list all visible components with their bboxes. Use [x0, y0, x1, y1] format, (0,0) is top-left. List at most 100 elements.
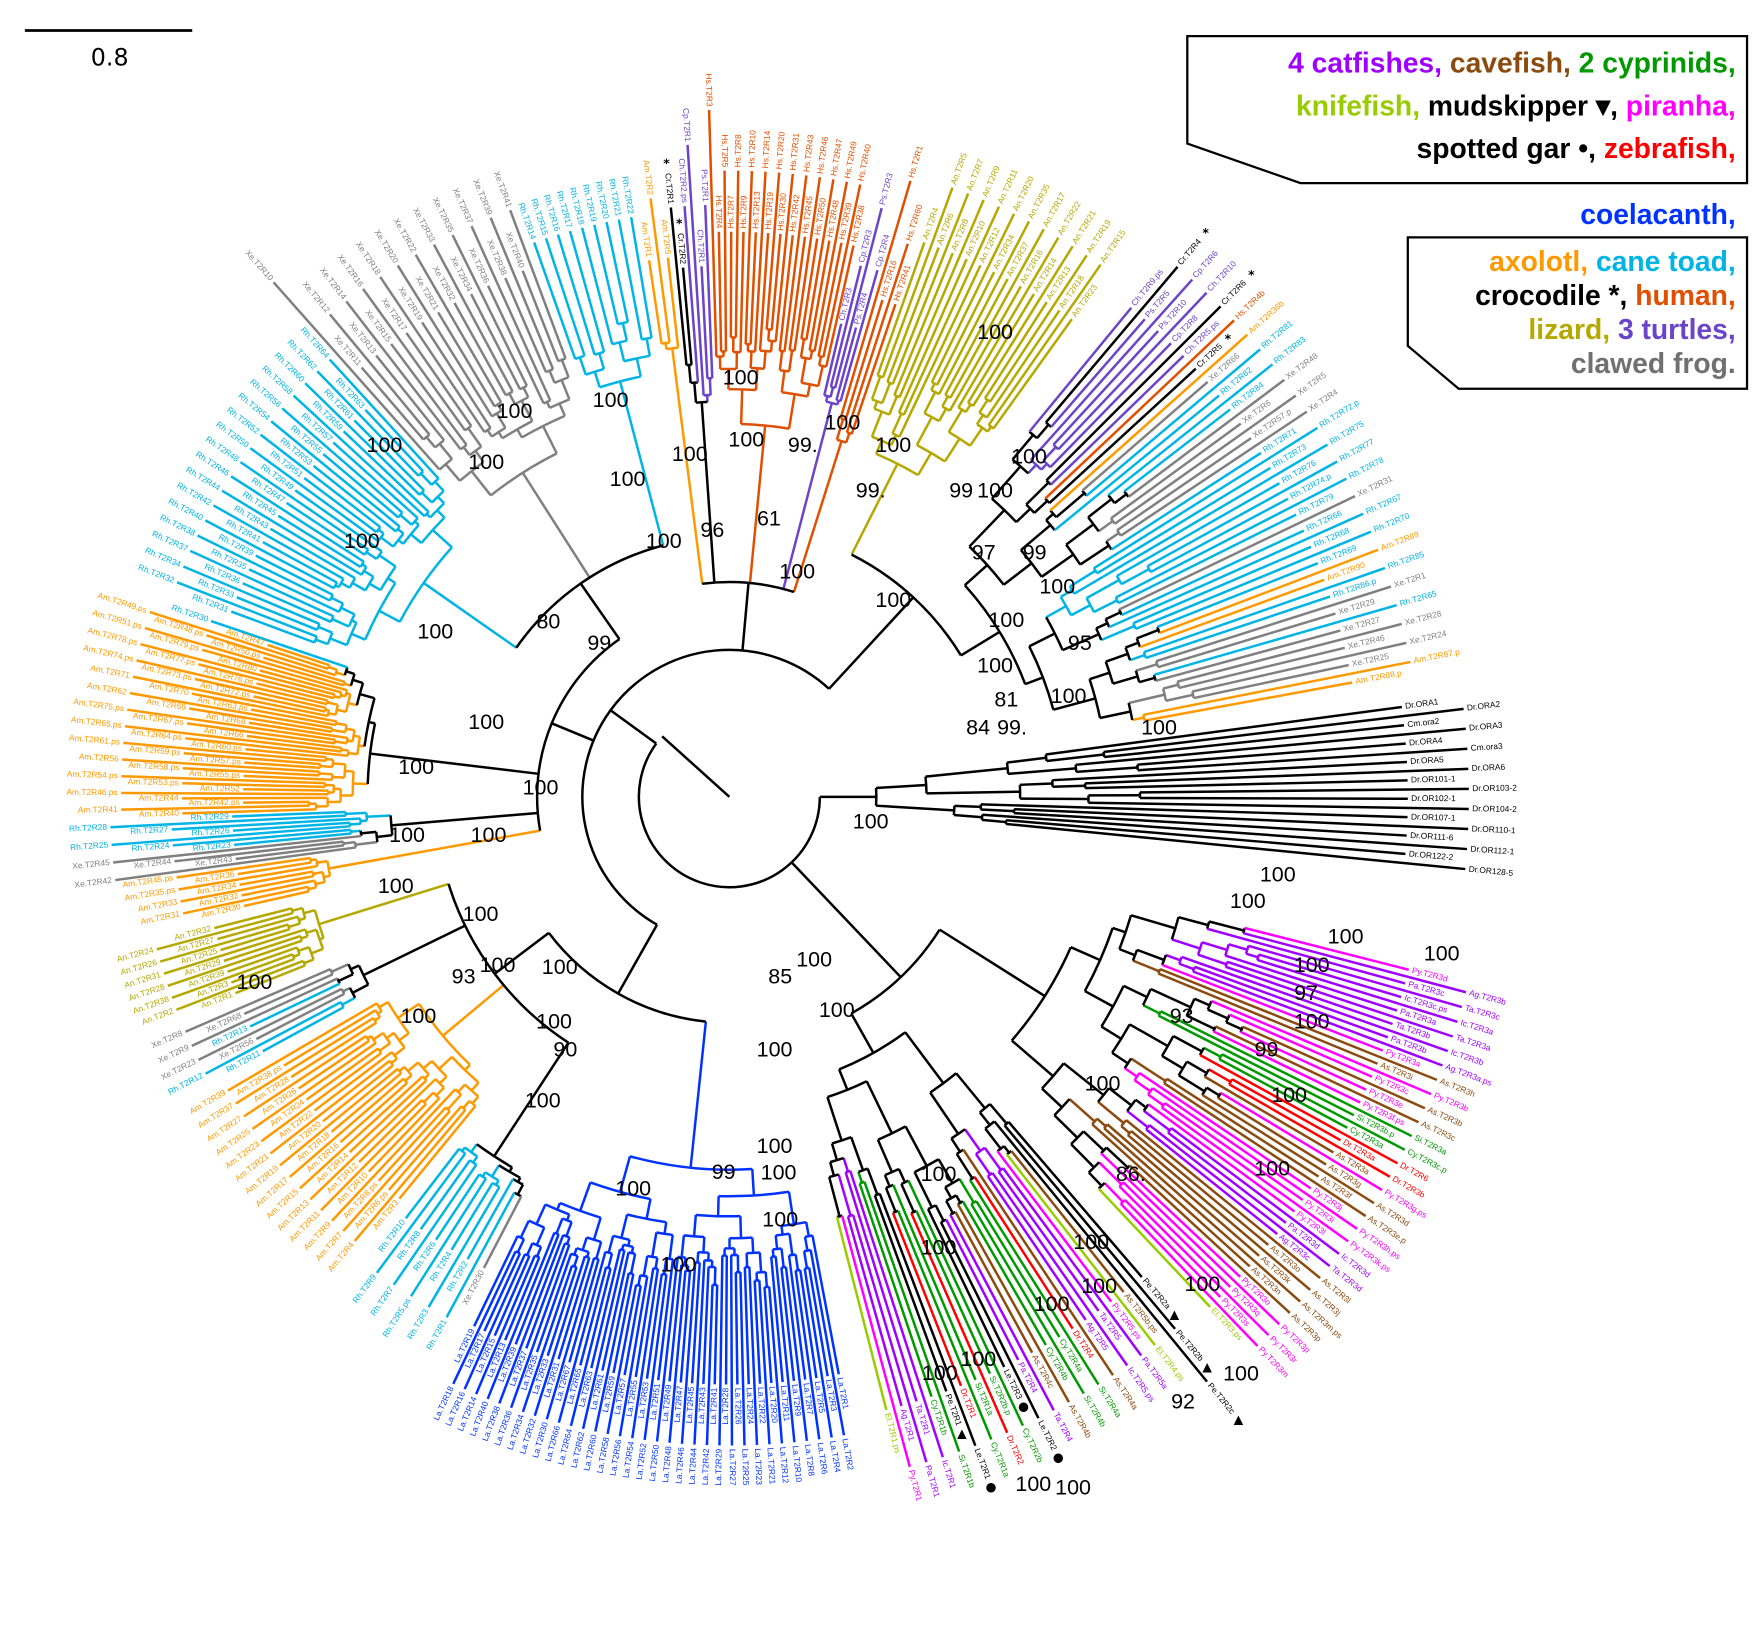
branch: [788, 1233, 794, 1256]
branch: [1029, 278, 1194, 461]
branch: [332, 775, 345, 779]
branch-arc: [1224, 943, 1230, 956]
branch: [1135, 662, 1158, 672]
branch: [548, 370, 556, 384]
branch: [1193, 997, 1211, 1007]
branch: [579, 582, 621, 640]
branch: [345, 811, 367, 816]
branch: [623, 1285, 642, 1376]
branch: [612, 1273, 635, 1374]
leaf-label: Rh.T2R3: [405, 1307, 431, 1341]
branch: [594, 1272, 631, 1432]
branch: [787, 1255, 807, 1380]
branch: [262, 541, 338, 584]
branch: [874, 440, 883, 455]
branch: [845, 243, 909, 433]
leaf-label: La.T2R26: [733, 1388, 744, 1425]
branch: [516, 1184, 525, 1196]
branch: [375, 1152, 467, 1274]
branch: [692, 1214, 698, 1237]
branch: [1095, 622, 1108, 630]
branch-arc: [334, 704, 340, 715]
branch: [802, 1250, 809, 1269]
branch: [780, 1225, 784, 1235]
branch: [194, 677, 327, 710]
leaf-label: Dr.OR104-2: [1472, 803, 1517, 814]
branch: [298, 1039, 370, 1090]
branch: [1127, 378, 1286, 498]
branch: [1162, 683, 1179, 690]
leaf-label: Xe.T2R22: [392, 216, 420, 254]
branch: [1060, 589, 1073, 599]
branch: [422, 1060, 433, 1070]
branch: [1146, 460, 1338, 568]
branch: [163, 928, 306, 975]
branch: [482, 1195, 523, 1269]
branch: [1228, 1083, 1391, 1178]
branch: [182, 885, 309, 915]
branch: [601, 1252, 630, 1371]
support-value: 100: [497, 399, 533, 423]
support-value: 100: [1223, 1362, 1259, 1386]
branch: [319, 936, 324, 941]
branch: [345, 692, 351, 696]
branch: [866, 1168, 879, 1196]
leaf-label: Hs.T2R10: [746, 130, 757, 168]
branch: [753, 1280, 762, 1384]
branch: [227, 1002, 378, 1092]
branch: [1104, 724, 1405, 759]
branch: [780, 370, 786, 393]
branch: [1107, 363, 1274, 497]
branch: [986, 426, 993, 433]
support-value: 100: [757, 1038, 793, 1062]
branch: [778, 235, 794, 352]
branch: [1204, 1075, 1335, 1154]
branch: [1103, 1127, 1301, 1303]
leaf-label: Rh.T2R28: [69, 822, 108, 834]
spotted_gar-marker: ●: [1053, 1450, 1064, 1465]
branch: [250, 708, 337, 727]
support-value: 100: [761, 1160, 797, 1184]
leaf-label: Hs.T2R4: [714, 195, 725, 229]
crocodile-marker: *: [1248, 267, 1255, 282]
branch: [997, 1170, 1100, 1312]
branch: [361, 563, 368, 569]
branch: [246, 734, 342, 750]
support-value: 100: [1271, 1083, 1307, 1107]
support-value: 97: [1294, 981, 1318, 1005]
branch: [643, 1274, 668, 1441]
leaf-label: Dr.OR110-1: [1471, 823, 1516, 835]
branch: [262, 1006, 345, 1053]
branch-arc: [914, 1158, 940, 1174]
branch: [1181, 955, 1449, 1053]
branch: [1028, 632, 1056, 648]
branch: [110, 814, 346, 829]
support-value: 81: [994, 687, 1018, 711]
branch: [565, 1221, 573, 1237]
branch: [1258, 953, 1402, 999]
branch: [1161, 963, 1384, 1052]
branch: [317, 625, 333, 634]
leaf-label: La.T2R23: [753, 1448, 765, 1485]
branch: [944, 278, 1009, 396]
leaf-label: Hs.T2R1: [906, 144, 925, 179]
branch: [904, 1125, 928, 1167]
branch: [470, 293, 522, 390]
legend-entry: cavefish,: [1450, 46, 1579, 78]
branch: [707, 109, 718, 357]
branch: [1093, 426, 1319, 570]
branch: [913, 1171, 934, 1208]
branch: [844, 299, 884, 421]
crocodile-marker: *: [663, 156, 670, 171]
branch: [398, 1065, 406, 1072]
branch: [851, 1214, 928, 1463]
leaf-label: Dr.OR107-1: [1411, 811, 1456, 822]
branch: [237, 861, 312, 876]
leaf-label: La.T2R28: [720, 1387, 730, 1424]
branch: [1011, 434, 1035, 461]
branch: [462, 446, 471, 456]
branch: [171, 817, 361, 831]
branch: [1075, 727, 1466, 767]
branch: [191, 692, 337, 723]
branch: [1122, 1181, 1232, 1288]
